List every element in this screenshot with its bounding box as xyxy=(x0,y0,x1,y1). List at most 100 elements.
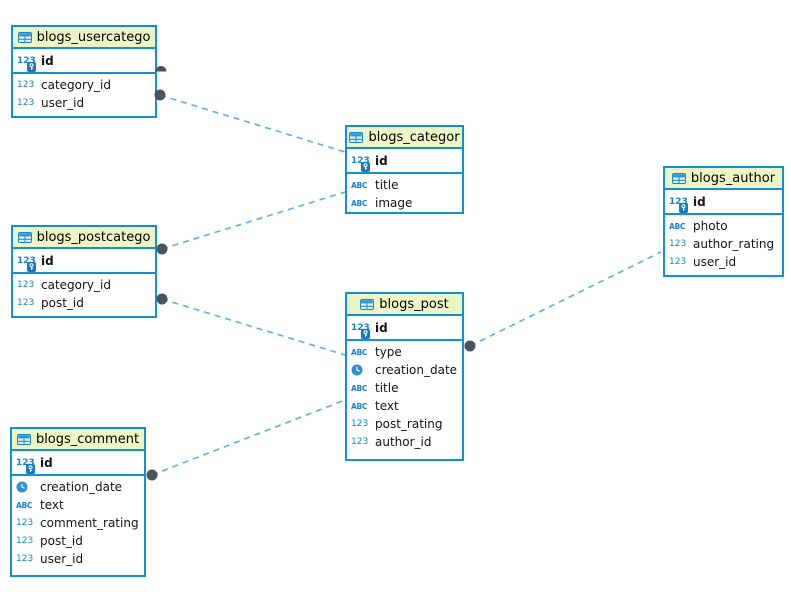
text-icon xyxy=(351,384,372,393)
column-row[interactable]: id xyxy=(13,49,155,74)
text-icon xyxy=(351,199,372,208)
column-row[interactable]: title xyxy=(347,176,462,194)
number-icon xyxy=(17,80,38,90)
column-label: photo xyxy=(693,219,728,233)
column-row[interactable]: id xyxy=(13,249,155,274)
relation-endpoint-dot xyxy=(146,469,158,481)
number-icon xyxy=(17,298,38,308)
entity-blogs-usercategory[interactable]: blogs_usercatego id category_id user_id xyxy=(11,25,157,118)
text-icon xyxy=(669,222,690,231)
column-label: id xyxy=(375,153,388,168)
column-row[interactable]: text xyxy=(12,496,144,514)
column-label: user_id xyxy=(40,552,84,566)
entity-blogs-postcategory[interactable]: blogs_postcatego id category_id post_id xyxy=(11,225,157,318)
relation-line-postcategory-post[interactable] xyxy=(161,298,346,356)
column-row[interactable]: category_id xyxy=(13,76,155,94)
column-label: post_rating xyxy=(375,417,443,431)
column-row[interactable]: category_id xyxy=(13,276,155,294)
column-row[interactable]: author_id xyxy=(347,433,462,451)
column-row[interactable]: user_id xyxy=(665,253,782,271)
text-icon xyxy=(351,402,372,411)
column-label: title xyxy=(375,178,399,192)
column-row[interactable]: author_rating xyxy=(665,235,782,253)
column-row[interactable]: type xyxy=(347,343,462,361)
table-icon xyxy=(16,433,31,445)
table-name: blogs_comment xyxy=(35,431,140,447)
number-key-icon xyxy=(351,156,372,172)
column-row[interactable]: user_id xyxy=(12,550,144,568)
column-row[interactable]: user_id xyxy=(13,94,155,112)
entity-blogs-author[interactable]: blogs_author id photo author_rating user… xyxy=(663,166,784,277)
datetime-icon xyxy=(16,481,37,493)
column-label: category_id xyxy=(41,78,111,92)
column-label: comment_rating xyxy=(40,516,139,530)
relation-line-comment-post[interactable] xyxy=(151,399,346,476)
column-row[interactable]: text xyxy=(347,397,462,415)
column-row[interactable]: id xyxy=(665,190,782,215)
column-label: id xyxy=(41,253,54,268)
table-icon xyxy=(349,131,364,143)
number-key-icon xyxy=(17,56,38,72)
table-header[interactable]: blogs_postcatego xyxy=(13,227,155,249)
entity-blogs-category[interactable]: blogs_categor id title image xyxy=(345,125,464,214)
table-name: blogs_post xyxy=(379,296,449,312)
column-label: id xyxy=(41,53,54,68)
column-row[interactable]: photo xyxy=(665,217,782,235)
table-icon xyxy=(360,298,375,310)
column-row[interactable]: post_id xyxy=(12,532,144,550)
table-name: blogs_author xyxy=(690,170,776,186)
column-label: author_rating xyxy=(693,237,775,251)
number-icon xyxy=(17,280,38,290)
table-header[interactable]: blogs_comment xyxy=(12,429,144,451)
column-row[interactable]: post_rating xyxy=(347,415,462,433)
column-row[interactable]: id xyxy=(12,451,144,476)
table-icon xyxy=(671,172,686,184)
number-icon xyxy=(16,518,37,528)
column-row[interactable]: id xyxy=(347,149,462,174)
column-label: creation_date xyxy=(375,363,458,377)
datetime-icon xyxy=(351,364,372,376)
table-icon xyxy=(17,231,32,243)
column-row[interactable]: creation_date xyxy=(347,361,462,379)
relation-endpoint-dot xyxy=(156,243,168,255)
column-label: type xyxy=(375,345,402,359)
column-row[interactable]: id xyxy=(347,316,462,341)
text-icon xyxy=(351,181,372,190)
column-label: author_id xyxy=(375,435,432,449)
table-header[interactable]: blogs_categor xyxy=(347,127,462,149)
table-icon xyxy=(17,31,32,43)
column-label: post_id xyxy=(40,534,83,548)
relation-line-postcategory-category[interactable] xyxy=(161,191,346,250)
relation-line-usercategory-category[interactable] xyxy=(159,94,346,153)
table-header[interactable]: blogs_author xyxy=(665,168,782,190)
table-name: blogs_postcatego xyxy=(36,229,151,245)
text-icon xyxy=(16,501,37,510)
column-row[interactable]: image xyxy=(347,194,462,212)
column-row[interactable]: comment_rating xyxy=(12,514,144,532)
number-icon xyxy=(17,98,38,108)
number-key-icon xyxy=(351,323,372,339)
number-key-icon xyxy=(16,458,37,474)
text-icon xyxy=(351,348,372,357)
number-key-icon xyxy=(669,197,690,213)
column-row[interactable]: post_id xyxy=(13,294,155,312)
column-row[interactable]: title xyxy=(347,379,462,397)
number-icon xyxy=(16,554,37,564)
table-header[interactable]: blogs_post xyxy=(347,294,462,316)
entity-blogs-post[interactable]: blogs_post id type creation_date title t… xyxy=(345,292,464,461)
number-icon xyxy=(351,437,372,447)
relation-endpoint-half-dot xyxy=(155,66,167,72)
relation-line-post-author[interactable] xyxy=(469,251,662,347)
column-label: id xyxy=(375,320,388,335)
column-label: post_id xyxy=(41,296,84,310)
table-header[interactable]: blogs_usercatego xyxy=(13,27,155,49)
column-label: creation_date xyxy=(40,480,123,494)
number-icon xyxy=(669,257,690,267)
column-label: id xyxy=(693,194,706,209)
entity-blogs-comment[interactable]: blogs_comment id creation_date text comm… xyxy=(10,427,146,577)
column-label: user_id xyxy=(41,96,85,110)
column-row[interactable]: creation_date xyxy=(12,478,144,496)
relation-endpoint-dot xyxy=(156,293,168,305)
table-name: blogs_usercatego xyxy=(36,29,151,45)
column-label: text xyxy=(375,399,399,413)
